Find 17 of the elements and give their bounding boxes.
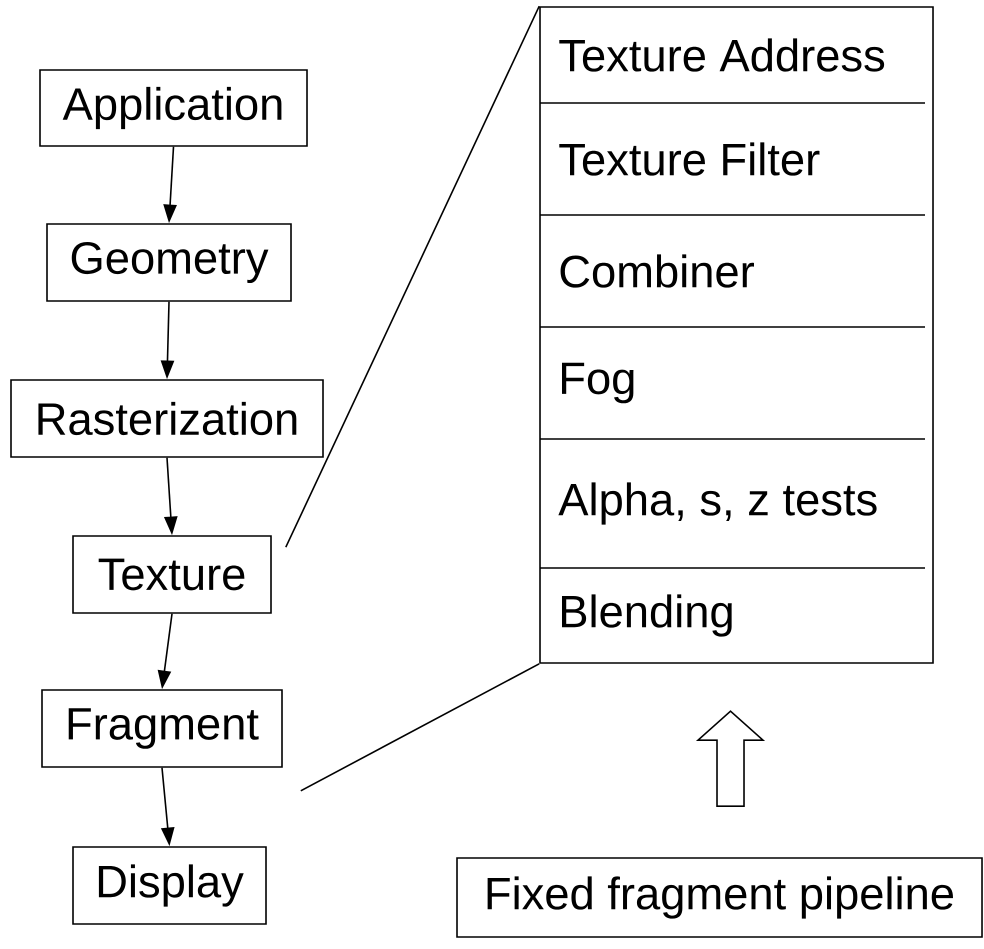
stage-box: Texture bbox=[72, 535, 272, 614]
stage-row: Texture Filter bbox=[540, 142, 926, 216]
zoom-line bbox=[285, 6, 540, 548]
stage-row: Combiner bbox=[540, 254, 926, 328]
stage-row: Fog bbox=[540, 362, 926, 440]
stack-box bbox=[539, 6, 934, 664]
stage-row: Blending bbox=[562, 594, 732, 637]
hollow-arrow bbox=[696, 710, 766, 807]
stage-box: Rasterization bbox=[10, 379, 324, 458]
stage-box: Fragment bbox=[41, 689, 283, 768]
stage-box: Display bbox=[72, 846, 267, 925]
title-box: Fixed fragment pipeline bbox=[456, 857, 983, 938]
stage-box: Application bbox=[39, 69, 308, 147]
stage-box: Geometry bbox=[46, 223, 292, 302]
stage-row: Alpha, s, z tests bbox=[540, 482, 926, 569]
zoom-line bbox=[300, 663, 540, 792]
stage-row: Texture Address bbox=[540, 38, 926, 104]
